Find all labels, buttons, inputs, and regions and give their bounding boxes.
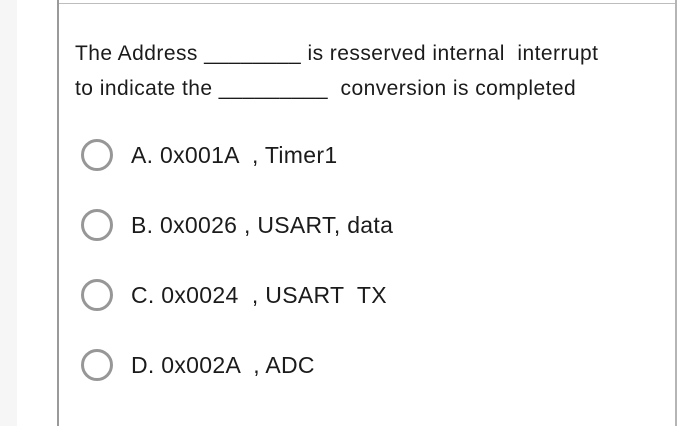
radio-unchecked-icon-c[interactable] — [81, 279, 113, 311]
question-card: The Address ________ is resserved intern… — [57, 0, 677, 426]
option-row-b[interactable]: B. 0x0026 , USART, data — [75, 209, 659, 241]
question-line-2: to indicate the _________ conversion is … — [75, 77, 577, 100]
radio-unchecked-icon-a[interactable] — [81, 139, 113, 171]
page-margin-strip — [0, 0, 17, 426]
card-top-divider — [59, 3, 675, 4]
option-d-label: D. 0x002A , ADC — [131, 351, 315, 378]
radio-unchecked-icon-d[interactable] — [81, 349, 113, 381]
option-a-label: A. 0x001A , Timer1 — [131, 141, 338, 168]
question-line-1: The Address ________ is resserved intern… — [75, 42, 599, 65]
radio-unchecked-icon-b[interactable] — [81, 209, 113, 241]
option-c-label: C. 0x0024 , USART TX — [131, 281, 387, 308]
option-row-c[interactable]: C. 0x0024 , USART TX — [75, 279, 659, 311]
answer-options: A. 0x001A , Timer1 B. 0x0026 , USART, da… — [75, 139, 659, 381]
question-text: The Address ________ is resserved intern… — [75, 36, 659, 106]
option-row-a[interactable]: A. 0x001A , Timer1 — [75, 139, 659, 171]
option-row-d[interactable]: D. 0x002A , ADC — [75, 349, 659, 381]
option-b-label: B. 0x0026 , USART, data — [131, 211, 394, 238]
